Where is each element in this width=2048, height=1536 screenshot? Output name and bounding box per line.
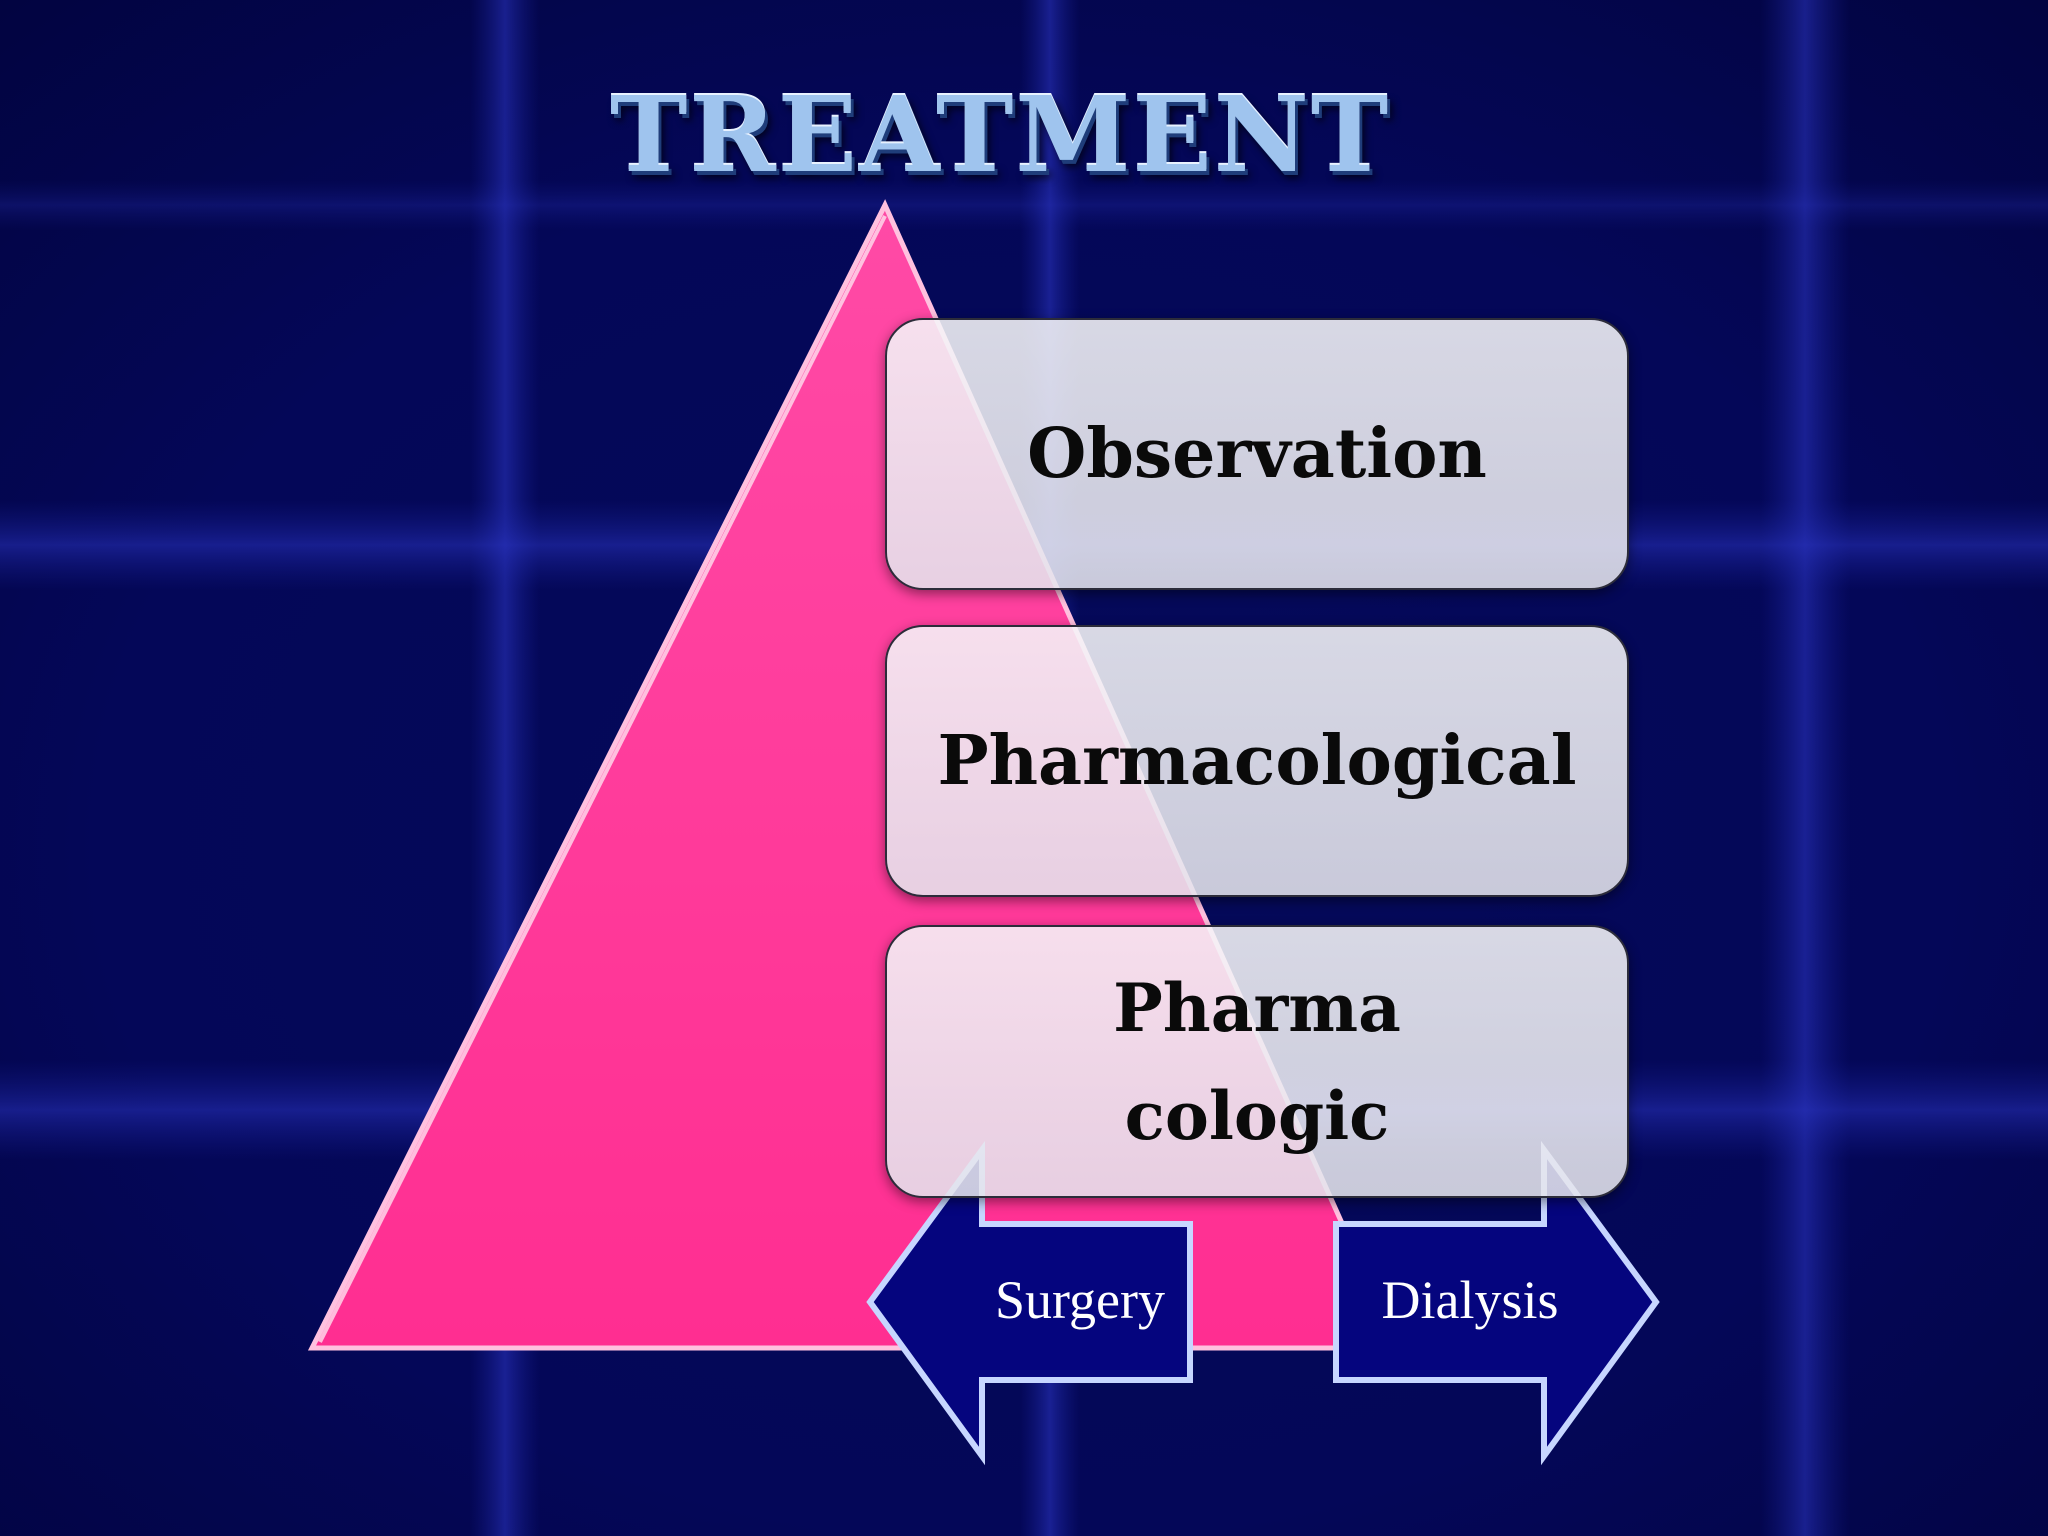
slide-title: TREATMENT: [609, 73, 1391, 196]
level-box-observation: Observation: [885, 318, 1629, 590]
level-label-non-pharmacological: Non Pharmacological: [1113, 927, 1401, 1196]
triangle-highlight-edge: [318, 215, 887, 1343]
arrow-label-dialysis: Dialysis: [1381, 1270, 1559, 1330]
arrow-label-surgery: Surgery: [995, 1270, 1165, 1330]
level-label-pharmacological: Pharmacological: [937, 721, 1577, 801]
level-label-observation: Observation: [1027, 414, 1487, 494]
level-box-non-pharmacological: Non Pharmacological: [885, 925, 1629, 1198]
level-box-pharmacological: Pharmacological: [885, 625, 1629, 897]
